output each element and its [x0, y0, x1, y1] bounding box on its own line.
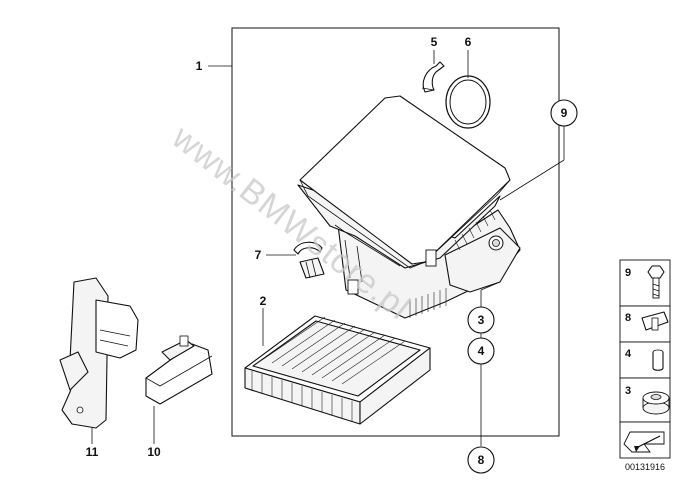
leader-3b [480, 281, 501, 291]
callout-11: 11 [86, 445, 99, 459]
part-2-filter-element[interactable] [244, 315, 431, 425]
side-label-9: 9 [625, 267, 631, 279]
callout-10: 10 [147, 445, 161, 459]
arrow-icon [623, 431, 665, 453]
part-11-bracket[interactable] [59, 277, 139, 429]
leader-9b [499, 159, 565, 201]
sleeve-icon [652, 349, 664, 371]
grommet-icon [642, 391, 670, 415]
part-6-sealing-ring[interactable] [445, 75, 491, 129]
diagram-id: 00131916 [625, 462, 665, 472]
callout-9: 9 [561, 106, 568, 120]
side-label-4: 4 [625, 348, 632, 360]
part-5-clip[interactable] [421, 61, 445, 93]
callout-1: 1 [196, 59, 203, 73]
clip-nut-icon [641, 311, 669, 331]
callout-4: 4 [478, 344, 485, 358]
side-label-8: 8 [625, 312, 631, 324]
callout-circle-9 [550, 99, 578, 127]
part-1-air-filter-housing[interactable] [297, 95, 521, 319]
callout-3: 3 [478, 313, 485, 327]
callout-circle-4 [467, 337, 495, 365]
callout-circle-3 [467, 306, 495, 334]
assembly-frame [231, 27, 560, 437]
bolt-icon [647, 265, 665, 299]
callout-7: 7 [255, 248, 262, 262]
part-10-cover[interactable] [145, 335, 213, 405]
callout-2: 2 [260, 294, 267, 308]
side-label-3: 3 [625, 385, 631, 397]
side-parts-panel: 9 8 4 3 [619, 259, 671, 472]
callout-circle-8 [467, 446, 495, 474]
part-7-sensor[interactable] [293, 241, 325, 279]
callout-8: 8 [478, 453, 485, 467]
callout-6: 6 [465, 35, 472, 49]
callout-5: 5 [431, 35, 438, 49]
